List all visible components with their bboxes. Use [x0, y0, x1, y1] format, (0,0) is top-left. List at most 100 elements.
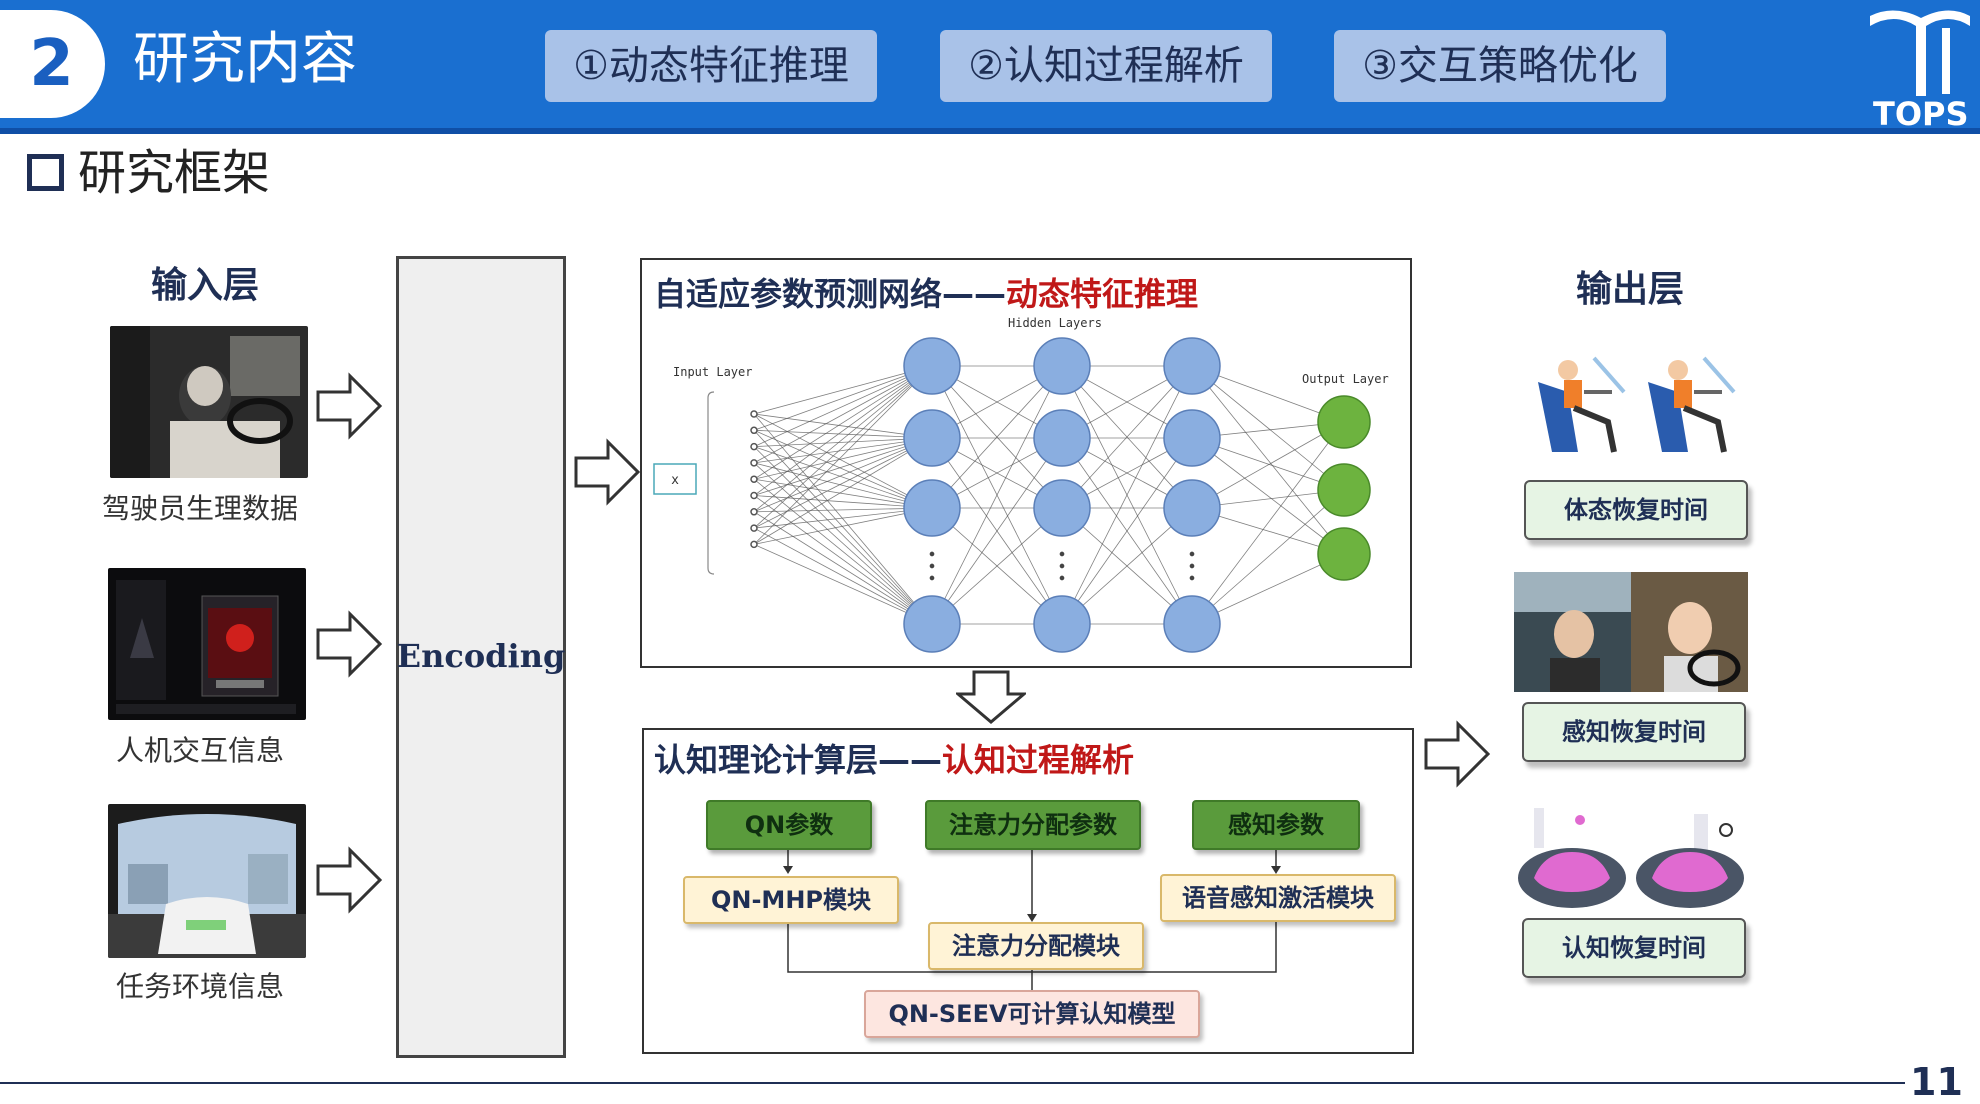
header-stripe	[0, 128, 1980, 134]
nn-edge	[753, 437, 933, 529]
section-title: 研究内容	[133, 27, 357, 92]
encoding-block	[396, 256, 566, 1058]
nn-input-node	[750, 491, 758, 500]
nn-edge	[753, 462, 933, 625]
perception-params-box: 感知参数	[1192, 800, 1360, 850]
nn-edge	[753, 413, 933, 625]
hidden-layers-label: Hidden Layers	[1008, 316, 1102, 330]
tab-interaction-strategy-optimization[interactable]: ③交互策略优化	[1334, 30, 1666, 102]
cognitive-panel-title-main: 认知理论计算层——	[654, 741, 943, 779]
hmi-screen-image	[108, 568, 306, 720]
attention-module-box: 注意力分配模块	[928, 922, 1144, 970]
tab-cognitive-process-analysis[interactable]: ②认知过程解析	[940, 30, 1272, 102]
nn-ellipsis-dot	[929, 563, 935, 569]
nn-edge	[753, 437, 933, 480]
arrow-right-icon	[316, 610, 383, 678]
nn-edge	[753, 507, 933, 513]
driver-physiology-image	[110, 326, 308, 478]
nn-ellipsis-dot	[929, 575, 935, 581]
square-bullet-icon	[27, 154, 64, 191]
input-item-hmi-info: 人机交互信息	[115, 734, 284, 767]
output-layer-label: Output Layer	[1302, 372, 1389, 386]
x-input-box	[653, 463, 697, 495]
nn-edge	[1191, 365, 1345, 491]
input-layer-label: Input Layer	[673, 365, 753, 379]
footer-line	[0, 1082, 1905, 1084]
nn-edge	[753, 365, 933, 496]
nn-hidden-node	[903, 409, 961, 467]
nn-edge	[1061, 365, 1193, 625]
output-item-cognitive-recovery: 认知恢复时间	[1522, 918, 1746, 978]
nn-edge	[1191, 437, 1345, 555]
driver-perception-image	[1514, 572, 1748, 692]
nn-panel	[640, 258, 1412, 668]
qn-params-box: QN参数	[706, 800, 872, 850]
arrow-right-icon	[1424, 720, 1491, 788]
nn-output-node	[1317, 395, 1371, 449]
nn-edge	[753, 495, 933, 625]
nn-ellipsis-dot	[929, 551, 935, 557]
nn-edge	[931, 365, 1063, 625]
nn-edge	[753, 437, 933, 496]
arrow-right-icon	[316, 372, 383, 440]
nn-edge	[1191, 365, 1345, 555]
output-layer-title: 输出层	[1575, 269, 1684, 310]
nn-edge	[753, 446, 933, 625]
attention-params-box: 注意力分配参数	[925, 800, 1141, 850]
nn-edge	[753, 462, 933, 509]
logo-text: TOPS	[1873, 95, 1969, 133]
tops-logo-icon	[1870, 10, 1970, 96]
nn-edge	[753, 413, 933, 509]
nn-edge	[753, 478, 933, 625]
simulator-environment-image	[108, 804, 306, 958]
output-item-perception-recovery: 感知恢复时间	[1522, 702, 1746, 762]
nn-edge	[753, 365, 933, 464]
nn-hidden-node	[903, 479, 961, 537]
nn-edge	[753, 527, 933, 625]
nn-edge	[753, 365, 933, 529]
nn-edge	[753, 495, 933, 509]
nn-output-node	[1317, 527, 1371, 581]
nn-edge	[753, 511, 933, 625]
tab-dynamic-feature-inference[interactable]: ①动态特征推理	[545, 30, 877, 102]
nn-input-node	[750, 426, 758, 435]
nn-panel-title-highlight: 动态特征推理	[1006, 275, 1199, 313]
nn-edge	[753, 365, 933, 447]
nn-hidden-node	[903, 595, 961, 653]
nn-hidden-node	[1163, 479, 1221, 537]
page-number: 11	[1910, 1060, 1963, 1104]
input-layer-title: 输入层	[150, 265, 259, 306]
nn-hidden-node	[1163, 409, 1221, 467]
nn-ellipsis-dot	[1059, 551, 1065, 557]
nn-hidden-node	[1033, 337, 1091, 395]
nn-ellipsis-dot	[1189, 575, 1195, 581]
nn-ellipsis-dot	[1189, 551, 1195, 557]
nn-input-node	[750, 410, 758, 418]
nn-edge	[753, 437, 933, 545]
nn-edge	[753, 413, 933, 439]
nn-edge	[1191, 489, 1345, 625]
nn-panel-title-main: 自适应参数预测网络——	[654, 275, 1007, 313]
input-bracket	[707, 391, 715, 575]
nn-input-node	[750, 524, 758, 532]
nn-hidden-node	[903, 337, 961, 395]
nn-input-node	[750, 475, 758, 483]
nn-edge	[753, 446, 933, 509]
input-item-driver-physiology: 驾驶员生理数据	[101, 492, 298, 525]
encoding-label: Encoding	[396, 637, 566, 675]
nn-edge	[753, 507, 933, 545]
section-number-badge: 2	[0, 10, 105, 118]
nn-edge	[753, 365, 933, 545]
nn-ellipsis-dot	[1189, 563, 1195, 569]
nn-edge	[1191, 421, 1345, 509]
nn-input-node	[750, 508, 758, 516]
nn-input-node	[750, 459, 758, 467]
speech-perception-module-box: 语音感知激活模块	[1160, 874, 1396, 922]
output-item-posture-recovery: 体态恢复时间	[1524, 480, 1748, 540]
nn-hidden-node	[1163, 337, 1221, 395]
nn-edge	[1061, 437, 1193, 625]
qn-seev-model-box: QN-SEEV可计算认知模型	[864, 990, 1200, 1038]
nn-edge	[753, 429, 933, 439]
nn-ellipsis-dot	[1059, 575, 1065, 581]
nn-edge	[1191, 421, 1345, 625]
